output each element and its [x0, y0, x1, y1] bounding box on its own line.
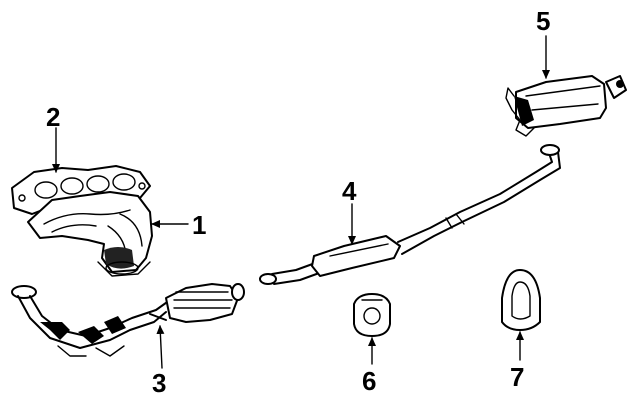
callout-7: 7 — [510, 362, 524, 392]
exhaust-hanger-round-part — [353, 293, 391, 337]
manifold-gasket-part — [11, 165, 151, 215]
exhaust-hanger-loop-part — [501, 269, 541, 331]
front-pipe-catalytic-converter-part — [11, 283, 245, 357]
leader-line-3 — [156, 325, 165, 369]
exhaust-manifold-part — [27, 191, 153, 277]
center-pipe-resonator-part — [259, 144, 561, 285]
leader-lines — [52, 35, 550, 369]
muffler-part — [505, 75, 627, 137]
callout-6: 6 — [362, 366, 376, 396]
callout-5: 5 — [536, 6, 550, 36]
callout-1: 1 — [192, 210, 206, 240]
callout-2: 2 — [46, 102, 60, 132]
callout-4: 4 — [342, 176, 357, 206]
callout-3: 3 — [152, 368, 166, 398]
